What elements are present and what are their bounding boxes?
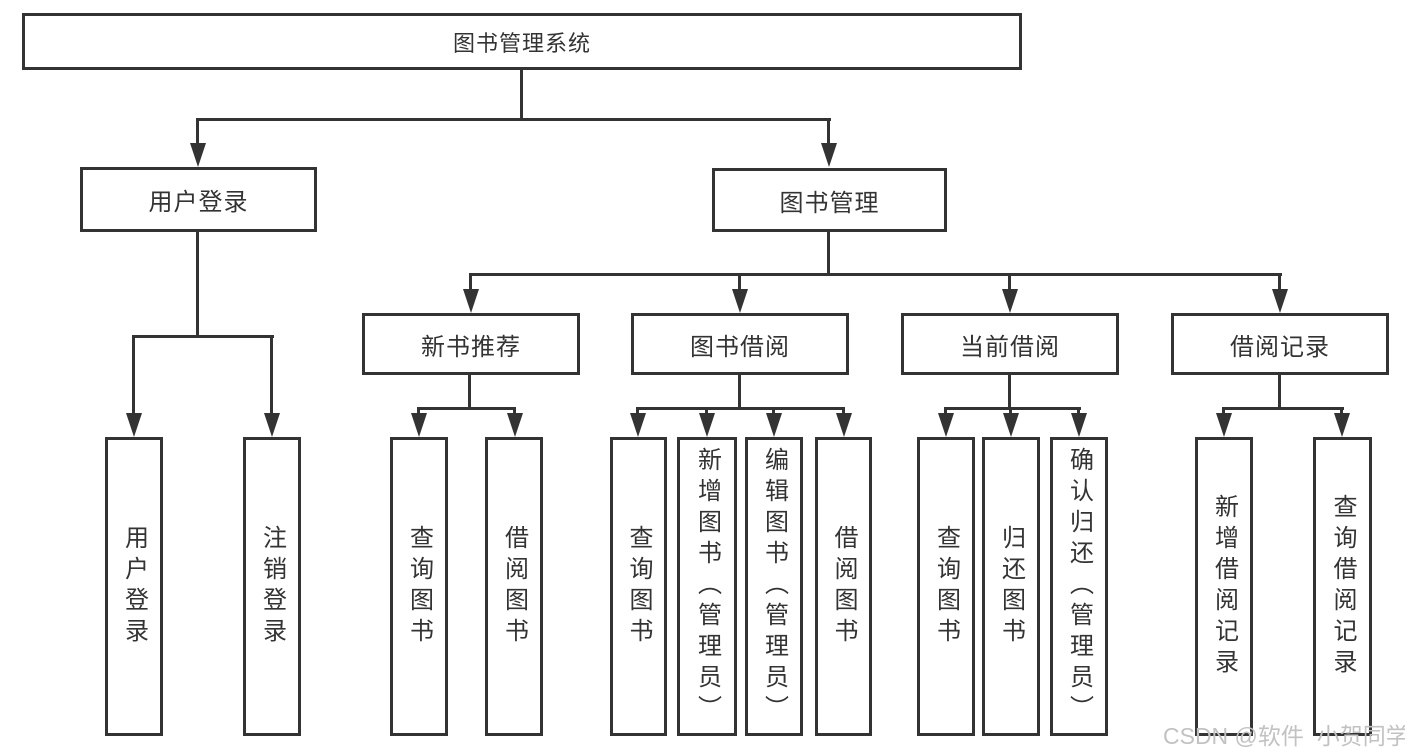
leaf-edit-book-admin: 编辑图书（管理员）: [745, 437, 803, 736]
connector-book-borrow-stem: [738, 375, 741, 410]
leaf-borrow-books-recommend: 借阅图书: [485, 437, 543, 736]
arrowhead-down-icon: [836, 413, 852, 437]
leaf-label: 用户登录: [120, 524, 148, 649]
node-label: 当前借阅: [960, 333, 1060, 361]
leaf-label: 归还图书: [997, 524, 1025, 649]
node-label: 图书管理: [779, 189, 880, 217]
leaf-query-borrow-record: 查询借阅记录: [1313, 437, 1372, 736]
leaf-user-login: 用户登录: [105, 437, 163, 736]
leaf-query-books-borrow: 查询图书: [610, 437, 667, 736]
arrowhead-down-icon: [1334, 413, 1350, 437]
connector-new-book-bar: [417, 407, 516, 410]
leaf-label: 注销登录: [258, 524, 286, 649]
leaf-label: 确认归还（管理员）: [1065, 447, 1093, 726]
leaf-query-books-current: 查询图书: [917, 437, 975, 736]
arrowhead-down-icon: [1003, 413, 1019, 437]
leaf-label: 新增借阅记录: [1210, 493, 1238, 680]
connector-new-book-stem: [468, 375, 471, 410]
arrowhead-down-icon: [1002, 289, 1018, 313]
arrowhead-down-icon: [507, 413, 523, 437]
leaf-borrow-books: 借阅图书: [815, 437, 872, 736]
node-new-book-rec: 新书推荐: [362, 313, 580, 375]
leaf-label: 查询图书: [625, 524, 652, 649]
connector-arrow-stub: [132, 338, 135, 415]
arrowhead-down-icon: [766, 413, 782, 437]
connector-arrow-stub: [1008, 276, 1011, 292]
arrowhead-down-icon: [732, 289, 748, 313]
leaf-return-book: 归还图书: [982, 437, 1040, 736]
node-label: 图书借阅: [690, 333, 790, 361]
connector-current-borrow-bar: [944, 407, 1081, 410]
node-label: 图书管理系统: [452, 30, 591, 56]
node-label: 新书推荐: [421, 333, 521, 361]
connector-arrow-stub: [827, 121, 830, 145]
node-book-mgmt: 图书管理: [712, 168, 947, 232]
connector-arrow-stub: [1278, 276, 1281, 292]
connector-borrow-records-stem: [1278, 375, 1281, 410]
leaf-add-borrow-record: 新增借阅记录: [1195, 437, 1253, 736]
leaf-label: 借阅图书: [500, 524, 528, 649]
arrowhead-down-icon: [463, 289, 479, 313]
connector-user-login-stem: [196, 232, 199, 338]
connector-book-mgmt-stem: [827, 232, 830, 276]
connector-book-borrow-bar: [636, 407, 845, 410]
connector-arrow-stub: [270, 338, 273, 415]
node-borrow-records: 借阅记录: [1171, 313, 1389, 375]
leaf-confirm-return-admin: 确认归还（管理员）: [1050, 437, 1108, 736]
leaf-label: 查询图书: [405, 524, 433, 649]
connector-arrow-stub: [196, 121, 199, 145]
arrowhead-down-icon: [821, 143, 837, 167]
leaf-query-books-recommend: 查询图书: [390, 437, 448, 736]
leaf-label: 查询图书: [932, 524, 960, 649]
node-book-borrow: 图书借阅: [631, 313, 849, 375]
node-label: 借阅记录: [1230, 333, 1330, 361]
arrowhead-down-icon: [126, 413, 142, 437]
node-root: 图书管理系统: [22, 13, 1022, 70]
leaf-label: 新增图书（管理员）: [693, 447, 721, 726]
arrowhead-down-icon: [411, 413, 427, 437]
csdn-watermark: CSDN @软件_小贺同学: [1163, 723, 1405, 747]
leaf-label: 编辑图书（管理员）: [760, 447, 788, 726]
connector-book-mgmt-bar: [469, 273, 1282, 276]
arrowhead-down-icon: [1216, 413, 1232, 437]
arrowhead-down-icon: [1272, 289, 1288, 313]
node-label: 用户登录: [148, 189, 249, 216]
node-user-login: 用户登录: [80, 167, 317, 232]
leaf-label: 查询借阅记录: [1329, 493, 1356, 680]
leaf-label: 借阅图书: [830, 524, 857, 649]
connector-user-login-bar: [132, 335, 274, 338]
connector-borrow-records-bar: [1222, 407, 1344, 410]
connector-current-borrow-stem: [1008, 375, 1011, 410]
arrowhead-down-icon: [264, 413, 280, 437]
connector-root-bar: [196, 118, 831, 121]
connector-root-stem: [520, 70, 523, 118]
arrowhead-down-icon: [190, 143, 206, 167]
arrowhead-down-icon: [699, 413, 715, 437]
leaf-add-book-admin: 新增图书（管理员）: [677, 437, 737, 736]
node-current-borrow: 当前借阅: [901, 313, 1119, 375]
arrowhead-down-icon: [1071, 413, 1087, 437]
connector-arrow-stub: [469, 276, 472, 292]
leaf-logout: 注销登录: [243, 437, 301, 736]
arrowhead-down-icon: [938, 413, 954, 437]
arrowhead-down-icon: [630, 413, 646, 437]
connector-arrow-stub: [738, 276, 741, 292]
